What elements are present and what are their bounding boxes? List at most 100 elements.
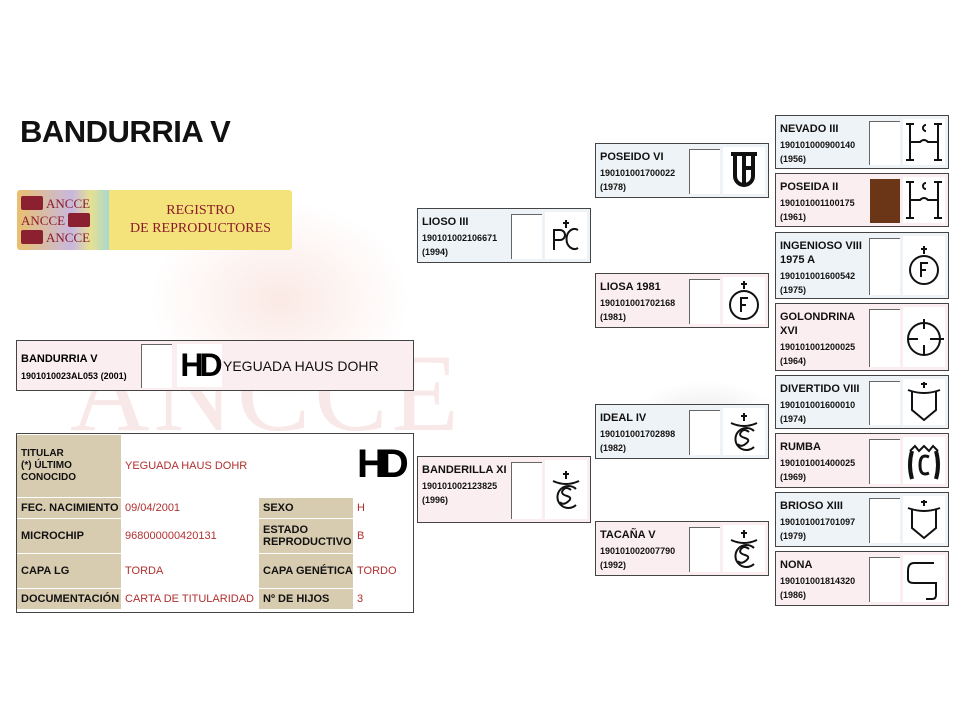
- ancestor-year: (1969): [780, 472, 807, 482]
- ancestor-photo: [689, 527, 720, 572]
- pedigree-box-dss[interactable]: DIVERTIDO VIII 190101001600010 (1974): [775, 375, 949, 429]
- horse-info-table: TITULAR (*) ÚLTIMO CONOCIDO YEGUADA HAUS…: [16, 433, 414, 613]
- capa-genetica-label: CAPA GENÉTICA: [259, 554, 353, 588]
- horse-name: BANDURRIA V: [21, 353, 98, 365]
- ancestor-number: 190101001701097: [780, 517, 856, 527]
- ancestor-photo: [869, 121, 900, 165]
- pedigree-box-dam-sire[interactable]: IDEAL IV 190101001702898 (1982): [595, 404, 769, 459]
- ancestor-number: 190101001400025: [780, 458, 856, 468]
- ancestor-photo: [869, 381, 900, 425]
- f-circle-brand-icon: [723, 277, 765, 324]
- ancestor-photo: [869, 557, 900, 602]
- ancestor-info: LIOSA 1981 190101001702168 (1981): [596, 274, 689, 327]
- registro-label: REGISTRO DE REPRODUCTORES: [109, 190, 292, 250]
- num-hijos-label: Nº DE HIJOS: [259, 589, 353, 609]
- ancestor-name: DIVERTIDO VIII: [780, 383, 860, 395]
- ancestor-number: 190101002123825: [422, 481, 498, 491]
- horse-id-year: 1901010023AL053 (2001): [21, 371, 127, 381]
- microchip-label: MICROCHIP: [17, 519, 121, 553]
- f-circle-brand-icon: [903, 236, 945, 295]
- ancestor-year: (1981): [600, 312, 627, 322]
- ancestor-info: BANDERILLA XI 190101002123825 (1996): [418, 457, 511, 522]
- ancestor-name: LIOSO III: [422, 216, 469, 228]
- ancestor-name: POSEIDO VI: [600, 151, 664, 163]
- pedigree-box-sds[interactable]: INGENIOSO VIII 1975 A 190101001600542 (197…: [775, 232, 949, 299]
- ancestor-year: (1979): [780, 531, 807, 541]
- registro-line2: DE REPRODUCTORES: [130, 221, 271, 236]
- ancestor-number: 190101001702898: [600, 429, 676, 439]
- ancestor-name: NONA: [780, 559, 813, 571]
- page-title: BANDURRIA V: [20, 114, 231, 149]
- ancestor-number: 190101001600542: [780, 271, 856, 281]
- documentacion-label: DOCUMENTACIÓN: [17, 589, 121, 609]
- hd-brand-icon: HD: [177, 344, 223, 387]
- ancestor-photo: [511, 462, 542, 519]
- s-crown-brand-icon: [545, 460, 587, 519]
- ancestor-year: (1956): [780, 154, 807, 164]
- ancestor-number: 190101002106671: [422, 233, 498, 243]
- logo-text: ANCCE: [46, 229, 91, 245]
- ancestor-info: IDEAL IV 190101001702898 (1982): [596, 405, 689, 458]
- ancestor-photo: [689, 149, 720, 194]
- documentacion-value: CARTA DE TITULARIDAD: [125, 593, 254, 605]
- ancestor-year: (1994): [422, 247, 449, 257]
- s-crown-brand-icon: [723, 525, 765, 572]
- logo-text: ANCCE: [46, 195, 91, 211]
- ancestor-name: BANDERILLA XI: [422, 464, 507, 476]
- ancestor-year: (1974): [780, 414, 807, 424]
- ancestor-number: 190101000900140: [780, 140, 856, 150]
- pedigree-box-dam[interactable]: BANDERILLA XI 190101002123825 (1996): [417, 456, 591, 523]
- ancestor-number: 190101001100175: [780, 198, 855, 208]
- ancestor-name: LIOSA 1981: [600, 281, 661, 293]
- ancestor-photo: [869, 439, 900, 484]
- ancestor-info: LIOSO III 190101002106671 (1994): [418, 209, 511, 262]
- sexo-label: SEXO: [259, 498, 353, 518]
- estado-value: B: [357, 530, 365, 542]
- ancestor-photo: [689, 410, 720, 455]
- ancestor-number: 190101001700022: [600, 168, 676, 178]
- logo-text: ANCCE: [21, 212, 66, 228]
- horse-summary-box: BANDURRIA V 1901010023AL053 (2001) HD YE…: [16, 340, 414, 391]
- registro-line1: REGISTRO: [166, 203, 235, 218]
- num-hijos-value: 3: [357, 593, 364, 605]
- pedigree-box-sire[interactable]: LIOSO III 190101002106671 (1994): [417, 208, 591, 263]
- ancestor-number: 190101001600010: [780, 400, 856, 410]
- microchip-value: 968000000420131: [125, 530, 217, 542]
- s-crown-brand-icon: [723, 408, 765, 455]
- fec-nacimiento-value: 09/04/2001: [125, 502, 181, 514]
- ancestor-name: IDEAL IV: [600, 412, 647, 424]
- ancestor-year: (1996): [422, 495, 449, 505]
- ancestor-info: INGENIOSO VIII 1975 A 190101001600542 (197…: [776, 233, 869, 298]
- ancestor-number: 190101001200025: [780, 342, 856, 352]
- ancestor-name: INGENIOSO VIII 1975 A: [780, 240, 862, 266]
- titular-label: TITULAR (*) ÚLTIMO CONOCIDO: [17, 435, 121, 497]
- shield-crown-brand-icon: [903, 379, 945, 425]
- estado-label: ESTADO REPRODUCTIVO: [259, 519, 353, 553]
- ancestor-photo: [689, 279, 720, 324]
- horse-icon: [21, 196, 43, 210]
- capa-value: TORDA: [125, 565, 164, 577]
- ancestor-year: (1982): [600, 443, 627, 453]
- horse-icon: [68, 213, 91, 227]
- ancce-logo-mark: ANCCE ANCCE ANCCE: [17, 190, 109, 250]
- pedigree-box-sire-dam[interactable]: LIOSA 1981 190101001702168 (1981): [595, 273, 769, 328]
- ancestor-photo: [869, 309, 900, 367]
- ancestor-number: 190101001702168: [600, 298, 676, 308]
- ancestor-year: (1961): [780, 212, 807, 222]
- ancestor-year: (1986): [780, 590, 807, 600]
- ancestor-year: (1975): [780, 285, 807, 295]
